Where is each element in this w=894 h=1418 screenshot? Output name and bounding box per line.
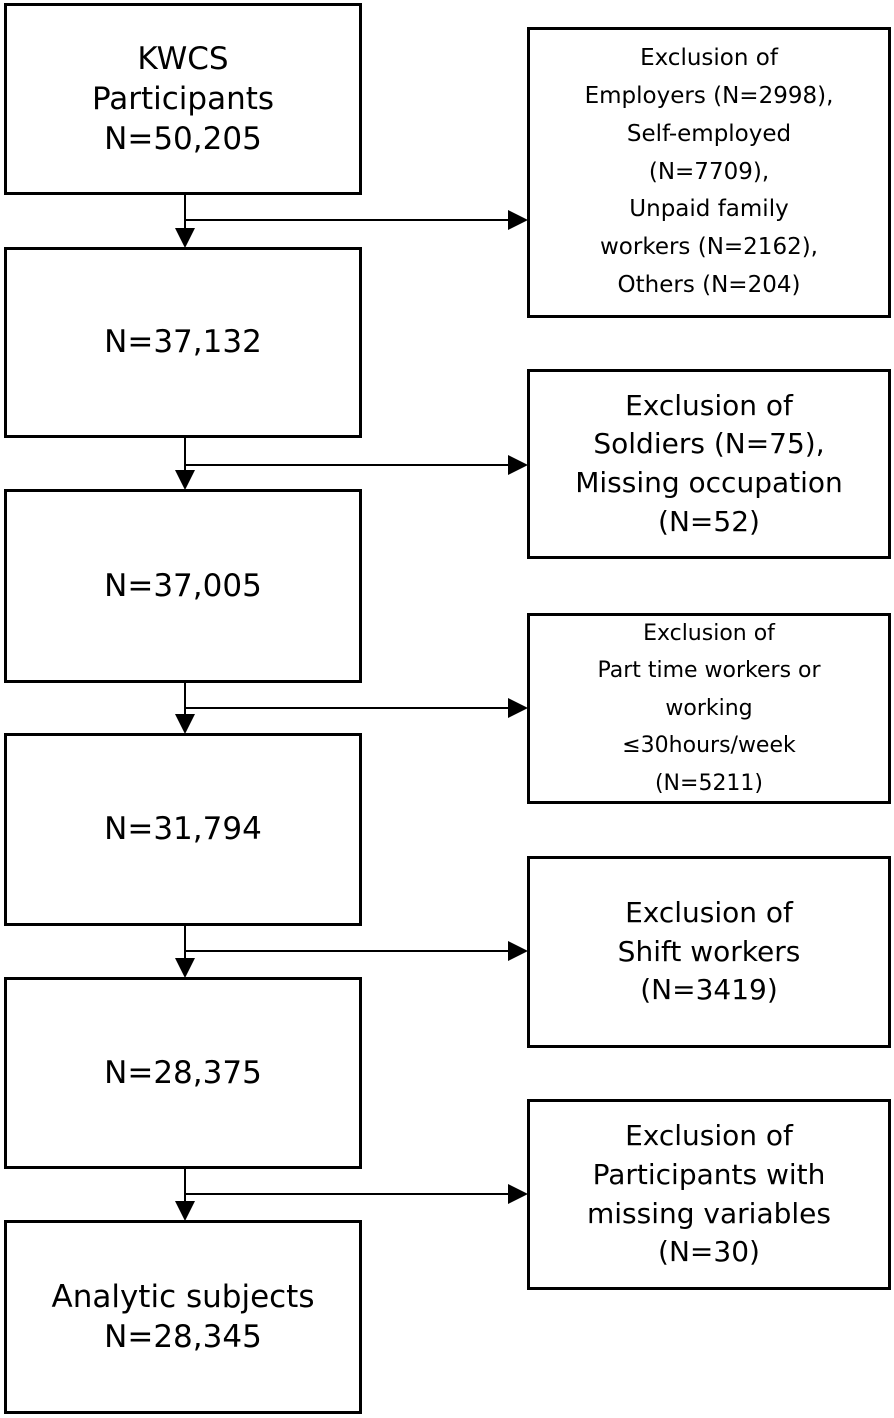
step-label: KWCS Participants N=50,205 [91,40,275,158]
exclusion-label: Exclusion of Part time workers or workin… [597,621,821,796]
side-arrowhead-1 [508,210,528,230]
exclusion-label: Exclusion of Participants with missing v… [587,1119,831,1269]
side-arrowhead-4 [508,941,528,961]
side-arrowhead-2 [508,455,528,475]
down-arrowhead-3 [175,714,195,734]
exclusion-box-missing-variables: Exclusion of Participants with missing v… [527,1099,891,1290]
down-arrowhead-2 [175,470,195,490]
down-arrowhead-1 [175,228,195,248]
exclusion-label: Exclusion of Employers (N=2998), Self-em… [584,44,834,299]
step-box-5: N=28,375 [4,977,362,1169]
step-label: N=28,375 [104,1054,262,1091]
exclusion-box-shift-workers: Exclusion of Shift workers (N=3419) [527,856,891,1048]
step-label: N=37,132 [104,324,262,361]
step-box-participants: KWCS Participants N=50,205 [4,3,362,195]
step-box-2: N=37,132 [4,247,362,438]
exclusion-box-employment-status: Exclusion of Employers (N=2998), Self-em… [527,27,891,318]
side-arrowhead-3 [508,698,528,718]
exclusion-label: Exclusion of Soldiers (N=75), Missing oc… [575,388,843,538]
exclusion-box-part-time: Exclusion of Part time workers or workin… [527,613,891,804]
exclusion-box-soldiers: Exclusion of Soldiers (N=75), Missing oc… [527,369,891,559]
step-label: Analytic subjects N=28,345 [51,1278,315,1355]
step-box-4: N=31,794 [4,733,362,926]
side-arrowhead-5 [508,1184,528,1204]
down-arrowhead-4 [175,958,195,978]
step-box-analytic-subjects: Analytic subjects N=28,345 [4,1220,362,1414]
down-arrowhead-5 [175,1201,195,1221]
step-box-3: N=37,005 [4,489,362,683]
step-label: N=37,005 [104,567,262,604]
exclusion-label: Exclusion of Shift workers (N=3419) [617,896,801,1007]
step-label: N=31,794 [104,811,262,848]
